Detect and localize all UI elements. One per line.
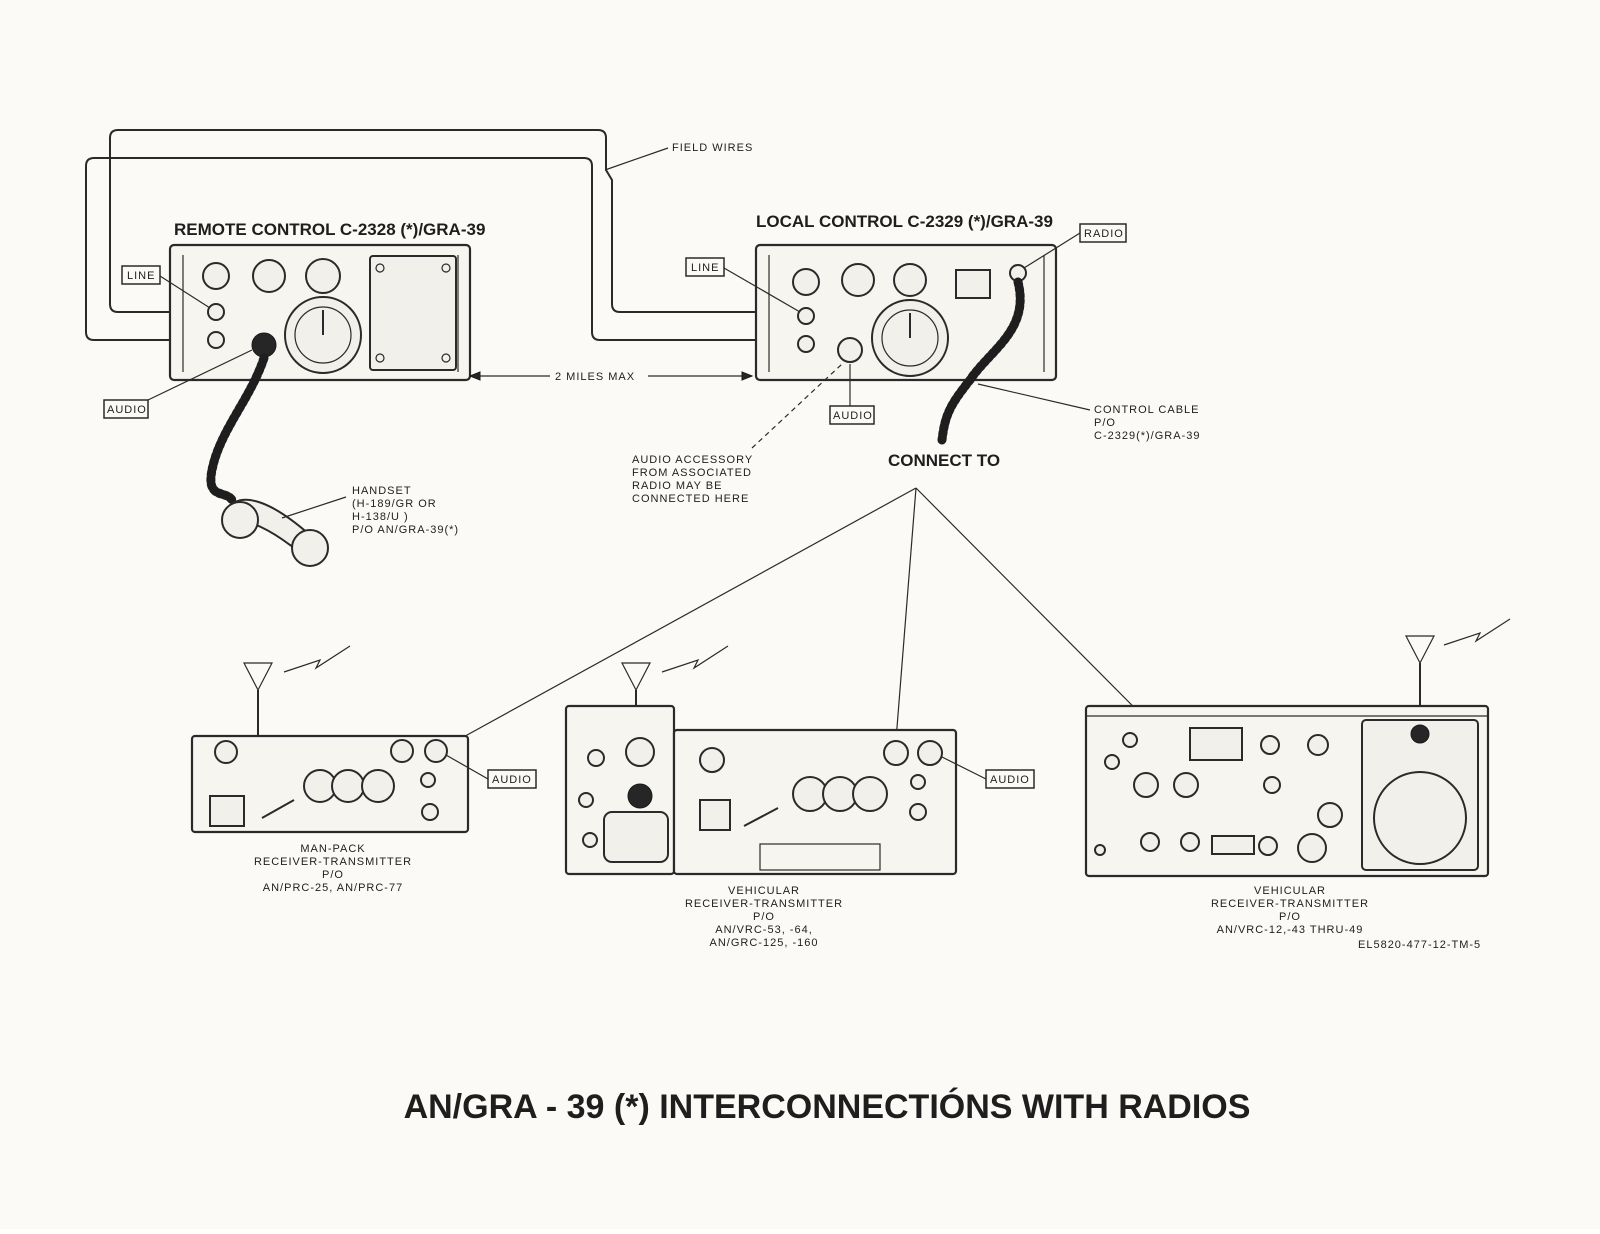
manpack-audio-label: AUDIO (492, 774, 532, 786)
vrc53-audio-label: AUDIO (990, 774, 1030, 786)
remote-cover-plate (369, 255, 457, 371)
local-audio-connector (837, 337, 863, 363)
vrc53-caption-3: P/O (753, 911, 775, 923)
local-line-terminal-2 (797, 335, 815, 353)
vrc12-caption-4: AN/VRC-12,-43 THRU-49 (1217, 924, 1364, 936)
local-volume-knob (893, 263, 927, 297)
audio-accessory-note: AUDIO ACCESSORY FROM ASSOCIATED RADIO MA… (632, 363, 843, 505)
vrc12-dial (1373, 771, 1467, 865)
page-title: AN/GRA - 39 (*) INTERCONNECTIÓNS WITH RA… (404, 1088, 1251, 1126)
vrc12-audio-connector (1258, 836, 1278, 856)
figure-code: EL5820-477-12-TM-5 (1358, 939, 1481, 951)
remote-line-terminal (207, 303, 225, 321)
local-control-unit: LOCAL CONTROL C-2329 (*)/GRA-39 LINE AUD… (685, 212, 1127, 425)
handset-label-line-3: H-138/U ) (352, 511, 409, 523)
manpack-connector (209, 795, 245, 827)
remote-control-unit: REMOTE CONTROL C-2328 (*)/GRA-39 LINE AU… (103, 220, 485, 419)
audio-accessory-line-4: CONNECTED HERE (632, 493, 749, 505)
manpack-audio-connector (424, 739, 448, 763)
handset-mouthpiece (291, 529, 329, 567)
field-wires: FIELD WIRES (85, 129, 790, 341)
handset-label-line-2: (H-189/GR OR (352, 498, 437, 510)
remote-selector-knob (252, 259, 286, 293)
radio-vehicular-vrc53: AUDIO VEHICULAR RECEIVER-TRANSMITTER P/O… (564, 645, 1035, 949)
audio-accessory-line-1: AUDIO ACCESSORY (632, 454, 753, 466)
local-radio-label: RADIO (1084, 228, 1124, 240)
remote-volume-knob (305, 258, 341, 294)
local-meter-knob (792, 268, 820, 296)
vrc12-caption-2: RECEIVER-TRANSMITTER (1211, 898, 1369, 910)
handset-earpiece (221, 501, 259, 539)
manpack-caption-4: AN/PRC-25, AN/PRC-77 (263, 882, 403, 894)
vrc53-caption-5: AN/GRC-125, -160 (710, 937, 819, 949)
remote-line-terminal-2 (207, 331, 225, 349)
local-selector-knob (841, 263, 875, 297)
control-cable: CONTROL CABLE P/O C-2329(*)/GRA-39 (937, 277, 1200, 445)
control-cable-label-1: CONTROL CABLE (1094, 404, 1200, 416)
vrc53-audio-connector (883, 740, 909, 766)
radio-manpack: AUDIO MAN-PACK RECEIVER-TRANSMITTER P/O … (190, 645, 537, 894)
audio-accessory-line-3: RADIO MAY BE (632, 480, 722, 492)
remote-audio-connector (251, 332, 277, 358)
handset: HANDSET (H-189/GR OR H-138/U ) P/O AN/GR… (206, 353, 459, 567)
radio-vehicular-vrc12: VEHICULAR RECEIVER-TRANSMITTER P/O AN/VR… (1084, 618, 1511, 936)
local-line-terminal (797, 307, 815, 325)
vrc53-caption-4: AN/VRC-53, -64, (715, 924, 813, 936)
vrc53-caption-2: RECEIVER-TRANSMITTER (685, 898, 843, 910)
distance-indicator: 2 MILES MAX (468, 371, 754, 383)
vrc53-caption-1: VEHICULAR (728, 885, 800, 897)
vrc12-caption-3: P/O (1279, 911, 1301, 923)
manpack-caption-3: P/O (322, 869, 344, 881)
remote-audio-label: AUDIO (107, 404, 147, 416)
connect-to-label: CONNECT TO (888, 451, 1000, 470)
local-line-label: LINE (691, 262, 719, 274)
manpack-caption-2: RECEIVER-TRANSMITTER (254, 856, 412, 868)
manpack-caption-1: MAN-PACK (300, 843, 365, 855)
control-cable-label-3: C-2329(*)/GRA-39 (1094, 430, 1200, 442)
handset-label-line-4: P/O AN/GRA-39(*) (352, 524, 459, 536)
remote-meter-knob (202, 262, 230, 290)
control-cable-label-2: P/O (1094, 417, 1116, 429)
field-wires-label: FIELD WIRES (672, 142, 753, 154)
local-control-title: LOCAL CONTROL C-2329 (*)/GRA-39 (756, 212, 1053, 231)
vrc12-caption-1: VEHICULAR (1254, 885, 1326, 897)
audio-accessory-line-2: FROM ASSOCIATED (632, 467, 752, 479)
vrc53-plug (603, 811, 669, 863)
handset-label-line-1: HANDSET (352, 485, 412, 497)
remote-control-title: REMOTE CONTROL C-2328 (*)/GRA-39 (174, 220, 485, 239)
local-audio-label: AUDIO (833, 410, 873, 422)
local-indicator-window (955, 269, 991, 299)
distance-label: 2 MILES MAX (555, 371, 635, 383)
remote-line-label: LINE (127, 270, 155, 282)
